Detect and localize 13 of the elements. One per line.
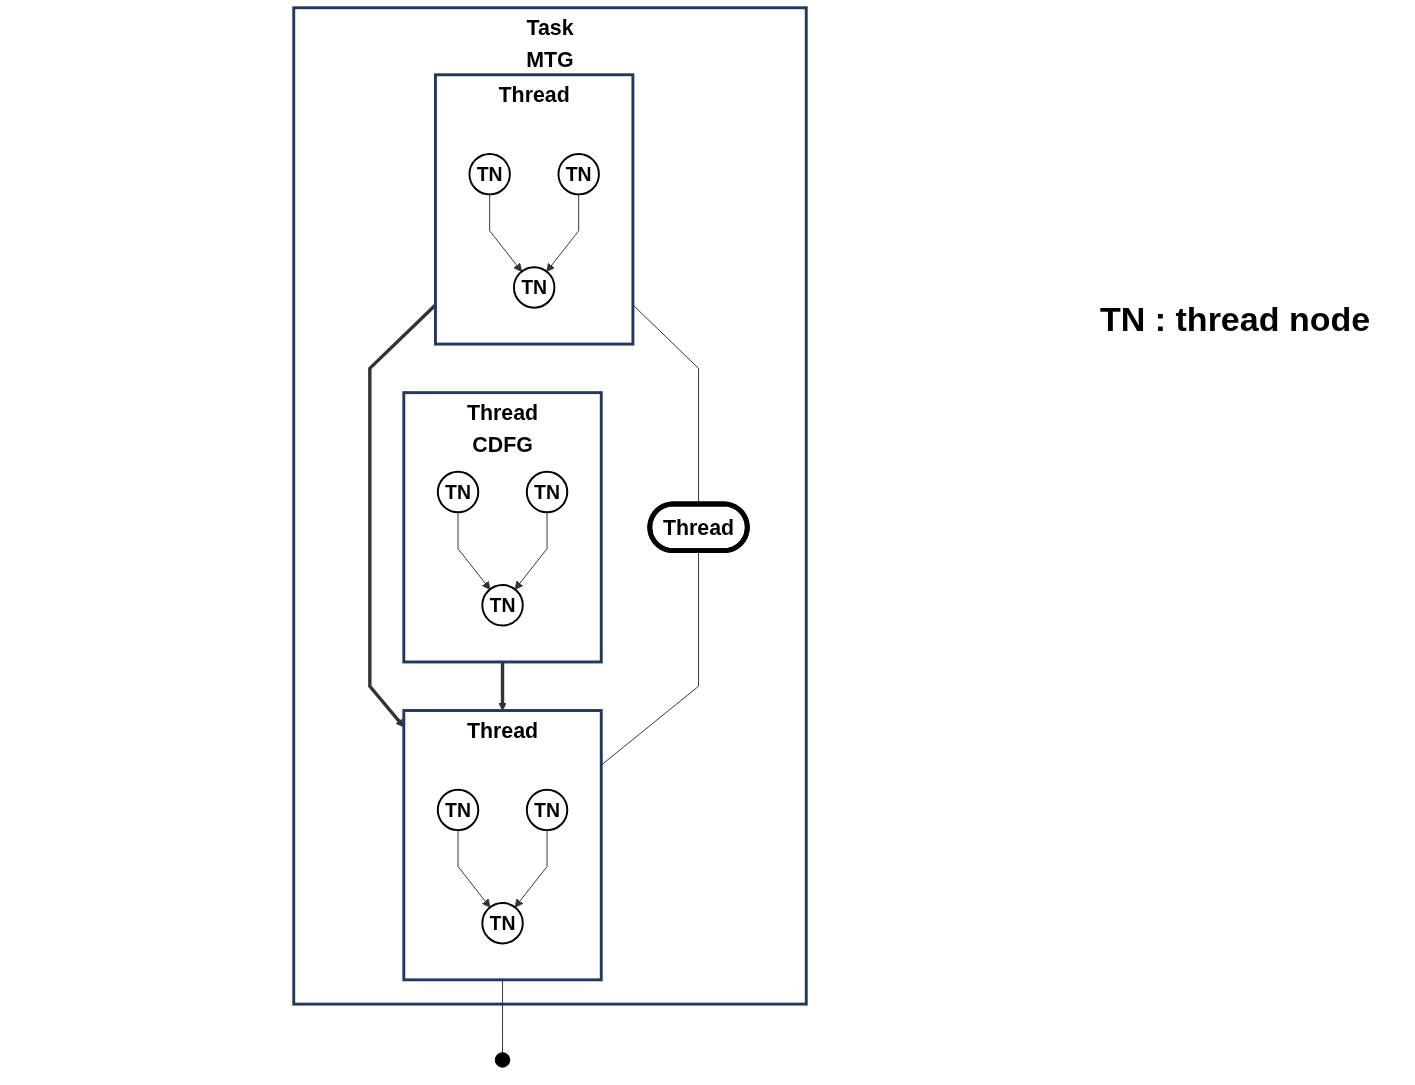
arrow [498, 661, 507, 711]
node-circle: TN [557, 152, 600, 196]
node-circle: TN [513, 266, 556, 309]
note-text: TN : thread node [1100, 300, 1372, 339]
connector [502, 979, 504, 1054]
node-circle [494, 1052, 511, 1068]
node-circle: TN [436, 470, 480, 514]
node-circle: TN [525, 470, 569, 514]
node-circle: TN [481, 584, 524, 627]
node-circle: TN [525, 788, 569, 832]
node-circle: TN [481, 902, 524, 945]
node-circle: TN [436, 788, 480, 832]
node-circle: TN [468, 152, 511, 196]
